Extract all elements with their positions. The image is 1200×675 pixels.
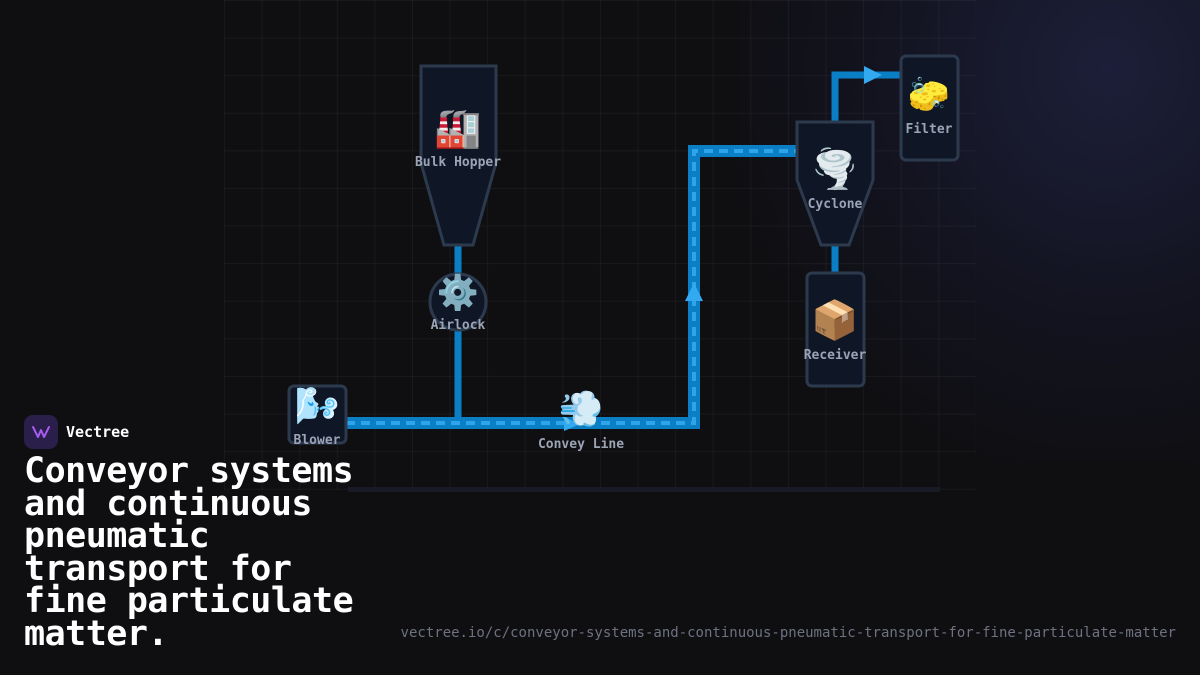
node-airlock: ⚙️ Airlock <box>428 272 488 333</box>
node-bulk-hopper: 🏭 Bulk Hopper <box>415 64 501 247</box>
node-receiver: 📦 Receiver <box>804 271 867 388</box>
bulk-hopper-label: Bulk Hopper <box>415 155 501 170</box>
factory-icon: 🏭 <box>434 106 481 150</box>
diagram-grid <box>224 0 976 490</box>
receiver-label: Receiver <box>804 348 867 363</box>
node-convey-line: 💨 Convey Line <box>538 389 624 452</box>
wind-face-icon: 🌬️ <box>295 386 340 427</box>
dash-air-icon: 💨 <box>559 389 604 430</box>
node-cyclone: 🌪️ Cyclone <box>795 120 875 247</box>
tornado-icon: 🌪️ <box>811 146 858 192</box>
package-icon: 📦 <box>811 298 858 342</box>
ground-bar <box>348 487 940 492</box>
brand: Vectree <box>24 415 129 449</box>
vectree-logo-icon <box>24 415 58 449</box>
flow-arrow-to-filter <box>864 66 882 84</box>
sponge-icon: 🧽 <box>908 75 954 115</box>
page-url: vectree.io/c/conveyor-systems-and-contin… <box>400 625 1176 641</box>
convey-line-pipe <box>346 145 798 429</box>
airlock-label: Airlock <box>431 318 486 333</box>
node-filter: 🧽 Filter <box>899 54 960 162</box>
gear-icon: ⚙️ <box>437 273 479 313</box>
filter-label: Filter <box>906 122 953 137</box>
node-blower: 🌬️ Blower <box>287 384 348 448</box>
convey-line-label: Convey Line <box>538 437 624 452</box>
pipe-cyclone-to-filter <box>831 71 902 123</box>
blower-label: Blower <box>294 433 341 448</box>
flow-arrow-right <box>564 417 580 431</box>
cyclone-label: Cyclone <box>808 197 863 212</box>
page-title: Conveyor systems and continuous pneumati… <box>24 451 354 654</box>
brand-name: Vectree <box>66 423 130 441</box>
flow-arrow-up <box>685 283 703 301</box>
